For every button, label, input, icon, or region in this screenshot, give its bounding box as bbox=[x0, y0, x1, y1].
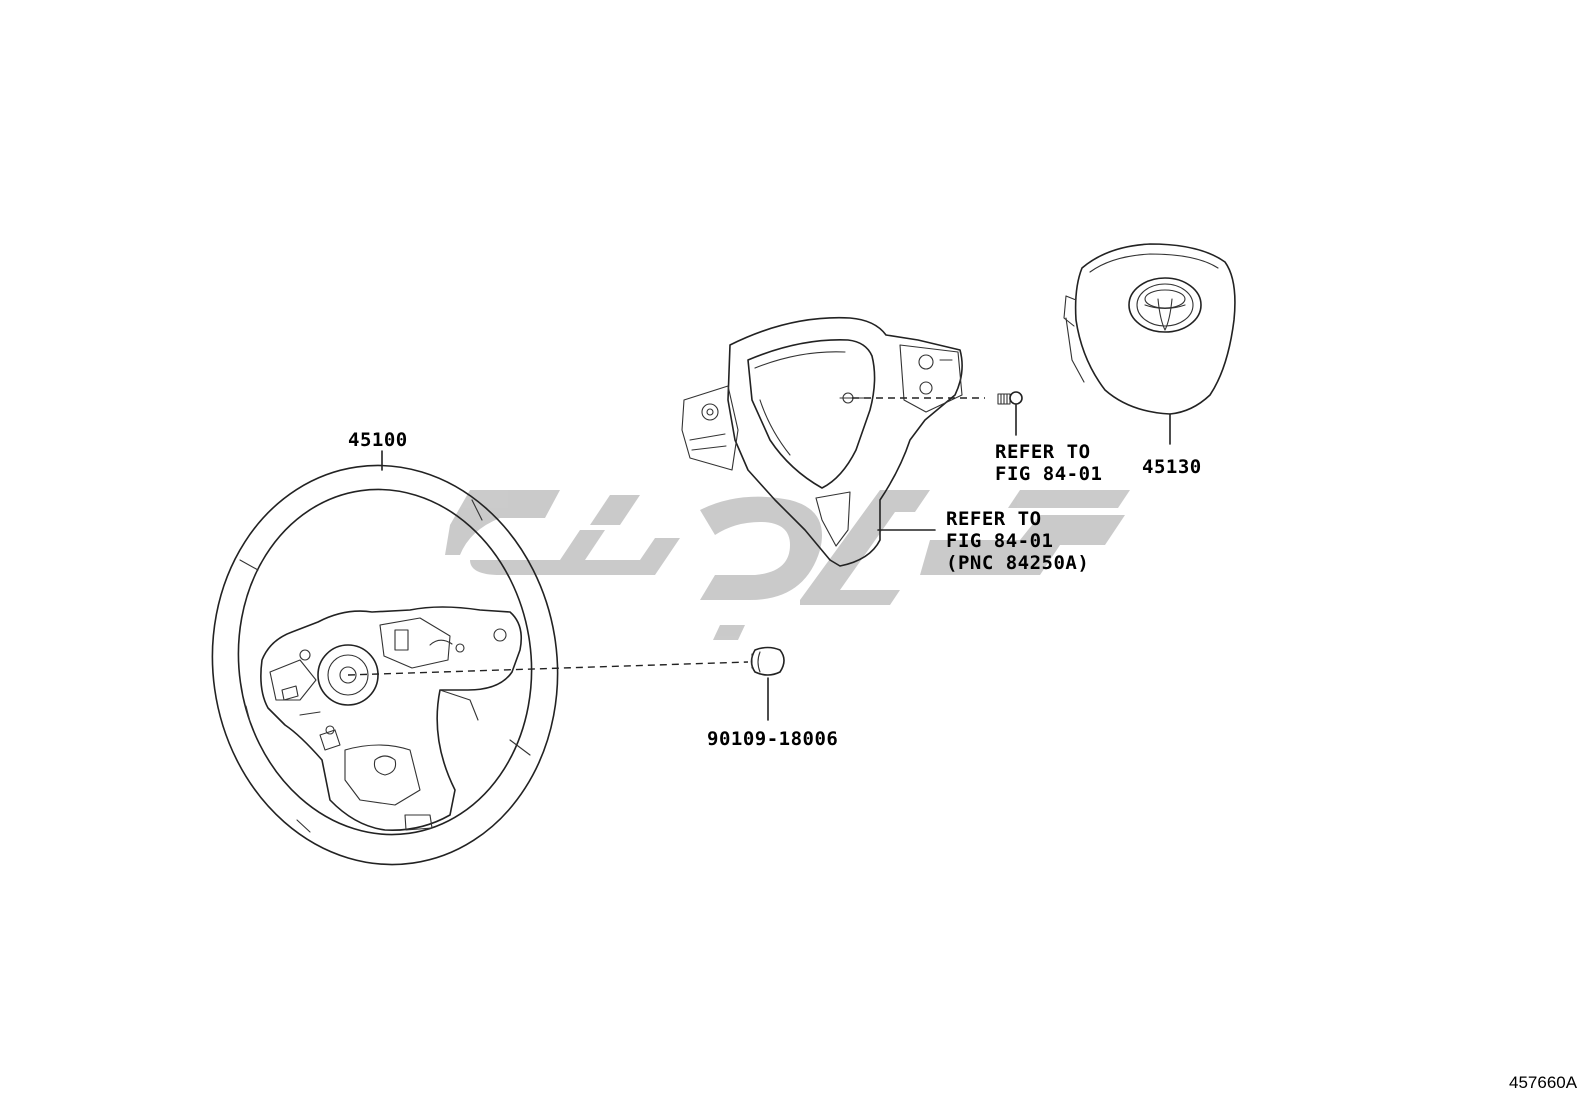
ref-switch-line-1: REFER TO bbox=[995, 441, 1091, 463]
ref-cover-line-2: FIG 84-01 bbox=[946, 530, 1053, 552]
horn-pad-drawing bbox=[1063, 243, 1236, 445]
ref-cover-line-1: REFER TO bbox=[946, 508, 1042, 530]
ref-switch-line-2: FIG 84-01 bbox=[995, 463, 1102, 485]
figure-id: 457660A bbox=[1509, 1073, 1578, 1092]
part-number-bolt: 90109-18006 bbox=[707, 728, 838, 750]
bolt-drawing bbox=[750, 646, 785, 721]
screw-drawing bbox=[997, 391, 1023, 436]
steering-wheel-drawing bbox=[211, 450, 559, 866]
part-number-45130: 45130 bbox=[1142, 456, 1202, 478]
wheel-cover-drawing bbox=[681, 316, 985, 567]
ref-cover-line-3: (PNC 84250A) bbox=[946, 552, 1089, 574]
part-number-45100: 45100 bbox=[348, 429, 408, 451]
bolt-dashed-line bbox=[347, 661, 749, 676]
watermark-logo bbox=[445, 490, 1130, 640]
